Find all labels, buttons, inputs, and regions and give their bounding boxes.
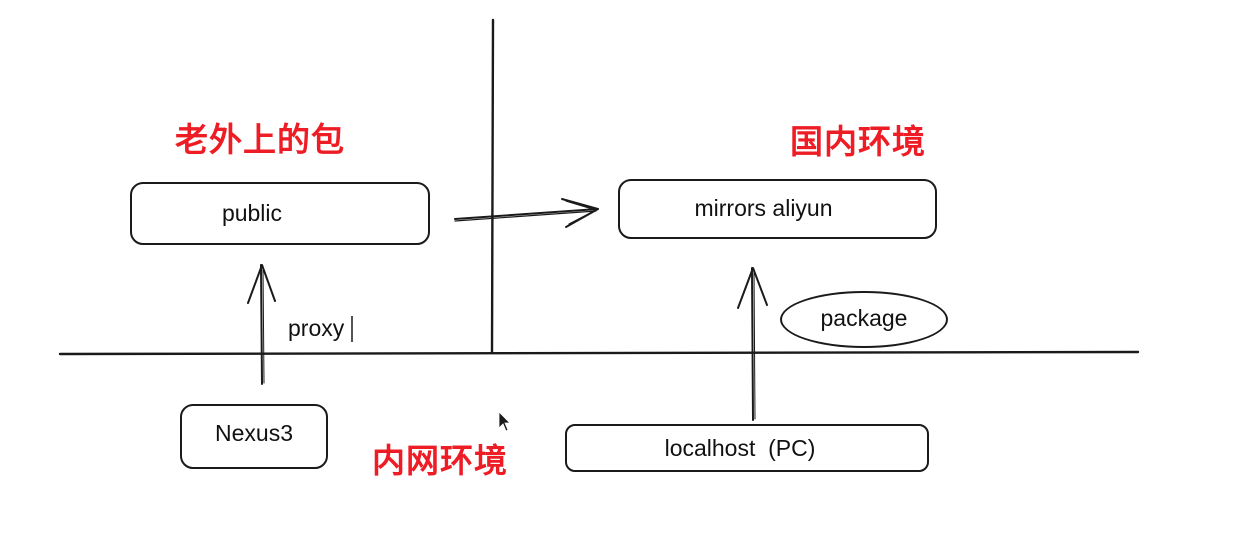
node-localhost-label: localhost (PC) [664, 434, 816, 461]
node-mirrors-aliyun: mirrors aliyun [618, 179, 937, 239]
edge-label-package-text: package [820, 305, 908, 331]
zone-title-foreign: 老外上的包 [175, 120, 345, 159]
node-nexus3-label: Nexus3 [215, 420, 293, 446]
vertical-divider-line [490, 18, 495, 354]
arrow-public-to-mirrors [454, 198, 599, 228]
edge-label-proxy: proxy [288, 315, 345, 341]
zone-title-domestic: 国内环境 [790, 122, 926, 161]
node-public-label: public [221, 200, 283, 226]
node-public: public [130, 182, 430, 245]
arrow-nexus-to-public [247, 264, 276, 385]
zone-title-intranet: 内网环境 [372, 441, 508, 480]
node-nexus3: Nexus3 [180, 404, 328, 469]
node-localhost: localhost (PC) [565, 424, 929, 472]
edge-label-package: package [780, 291, 948, 348]
horizontal-divider-line [58, 350, 1140, 356]
node-mirrors-aliyun-label: mirrors aliyun [694, 194, 833, 221]
arrow-localhost-to-mirrors [737, 267, 768, 421]
mouse-pointer-icon [498, 411, 511, 432]
